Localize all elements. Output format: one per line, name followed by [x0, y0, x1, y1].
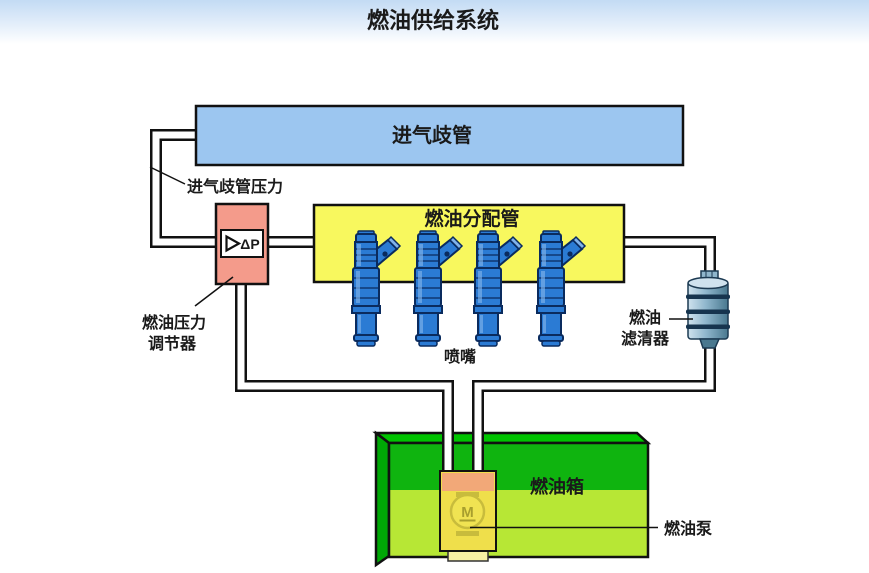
fuel-tank-fuel-level — [389, 490, 648, 557]
intake-manifold-label: 进气歧管 — [392, 123, 472, 147]
intake-manifold-box — [194, 104, 685, 167]
fuel-filter-band — [686, 309, 730, 314]
page-title: 燃油供给系统 — [367, 8, 499, 33]
fuel-filter — [686, 270, 730, 349]
fuel-filter-band — [686, 324, 730, 329]
filter-label-line2: 滤清器 — [621, 329, 670, 348]
regulator-delta-p-label: ΔP — [240, 236, 259, 252]
fuel-pump-motor-circle — [449, 493, 486, 530]
injector-3 — [473, 230, 523, 347]
regulator-callout-line — [194, 276, 234, 307]
return-pipe — [235, 280, 454, 476]
intake-manifold: 进气歧管 — [194, 104, 685, 167]
fuel-filter-top — [687, 276, 729, 290]
manifold-pressure-label: 进气歧管压力 — [187, 177, 283, 196]
fuel-pump-label: 燃油泵 — [664, 519, 712, 538]
fuel-tank — [372, 430, 652, 568]
regulator-label-line1: 燃油压力 — [142, 313, 206, 332]
filter-label-line1: 燃油 — [629, 308, 661, 327]
fuel-tank-label: 燃油箱 — [530, 476, 584, 497]
pressure-regulator: ΔP — [214, 202, 270, 286]
fuel-tank-top-face — [372, 431, 652, 445]
fuel-pump-motor-letter: M — [461, 504, 474, 521]
fuel-tank-outline — [387, 441, 650, 559]
fuel-rail-label: 燃油分配管 — [424, 207, 519, 230]
fuel-pump-tab — [456, 531, 479, 536]
fuel-tank-side-face — [374, 430, 391, 568]
fuel-pump-top-section — [442, 473, 494, 491]
regulator-triangle-symbol — [225, 234, 242, 253]
fuel-filter-bottom-cap — [698, 338, 721, 349]
manifold-pressure-callout-line — [149, 166, 186, 185]
header-band — [0, 0, 869, 44]
filter-to-pump-pipe — [472, 336, 716, 476]
fuel-tank-vapor-space — [389, 443, 648, 490]
vacuum-hose-pipe — [150, 129, 218, 248]
injector-2 — [413, 230, 463, 347]
regulator-label-line2: 调节器 — [148, 334, 197, 353]
injectors-label: 喷嘴 — [444, 347, 476, 366]
fuel-pump: M — [439, 470, 497, 562]
rail-to-filter-pipe — [620, 236, 716, 278]
injector-1 — [351, 230, 401, 347]
injector-4 — [536, 230, 586, 347]
fuel-pump-foot — [447, 550, 489, 562]
fuel-filter-band — [686, 294, 730, 299]
